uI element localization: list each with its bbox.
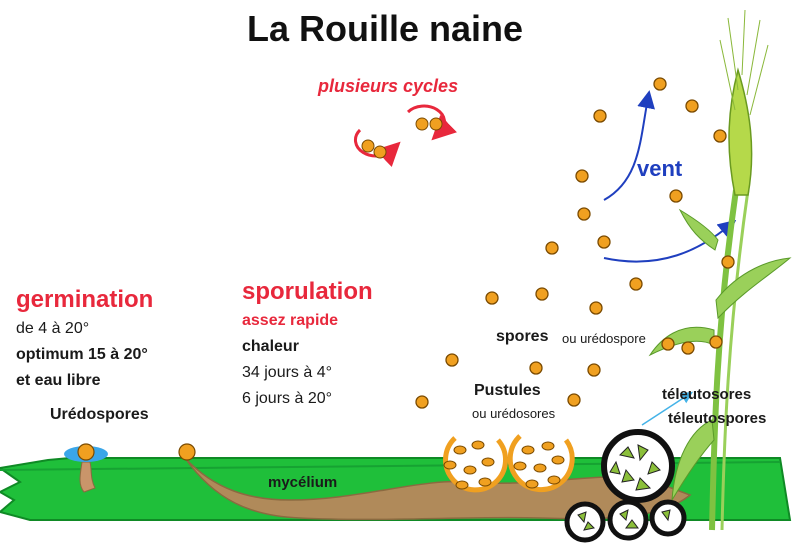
teleutospores-label: téleutospores [668, 410, 767, 427]
page-title: La Rouille naine [246, 8, 524, 49]
sporulation-line1: chaleur [242, 338, 299, 355]
sporulation-heading: sporulation [242, 278, 373, 305]
airborne-spores [415, 77, 735, 409]
germination-line2: optimum 15 à 20° [16, 346, 148, 363]
wheat-plant [648, 9, 792, 531]
cycle-icon-2 [406, 104, 457, 141]
teleutosore-small-1 [564, 501, 606, 543]
germination-hypha [79, 461, 96, 493]
sporulating-spore [178, 443, 196, 461]
pustules-alt-label: ou urédosores [472, 406, 556, 421]
pustule-1 [443, 436, 509, 493]
uredospores-label: Urédospores [50, 406, 149, 423]
germination-line3: et eau libre [16, 372, 101, 389]
teleutosore-small-3 [649, 499, 687, 537]
mycelium-label: mycélium [268, 474, 338, 491]
wind-label: vent [637, 156, 683, 181]
cycles-label: plusieurs cycles [318, 76, 459, 96]
mycelium [184, 457, 692, 521]
sporulation-line3: 6 jours à 20° [242, 390, 333, 407]
wind-arrow-up [603, 90, 655, 201]
sporulation-line2: 34 jours à 4° [242, 364, 333, 381]
teleutosore-large [601, 429, 675, 503]
sporulation-sub: assez rapide [242, 312, 339, 329]
spores-alt-label: ou urédospore [562, 331, 646, 346]
pustules-label: Pustules [474, 382, 541, 399]
wind-arrow-right [603, 219, 737, 263]
cycle-icon-1 [353, 128, 401, 167]
spores-label: spores [496, 328, 549, 345]
pustule-2 [507, 434, 575, 493]
germination-heading: germination [16, 286, 154, 313]
teleutosores-label: téleutosores [662, 386, 752, 403]
germinating-spore [77, 443, 95, 461]
germination-line1: de 4 à 20° [16, 320, 90, 337]
teleuto-pointer [641, 391, 694, 426]
teleutosore-small-2 [607, 499, 649, 541]
